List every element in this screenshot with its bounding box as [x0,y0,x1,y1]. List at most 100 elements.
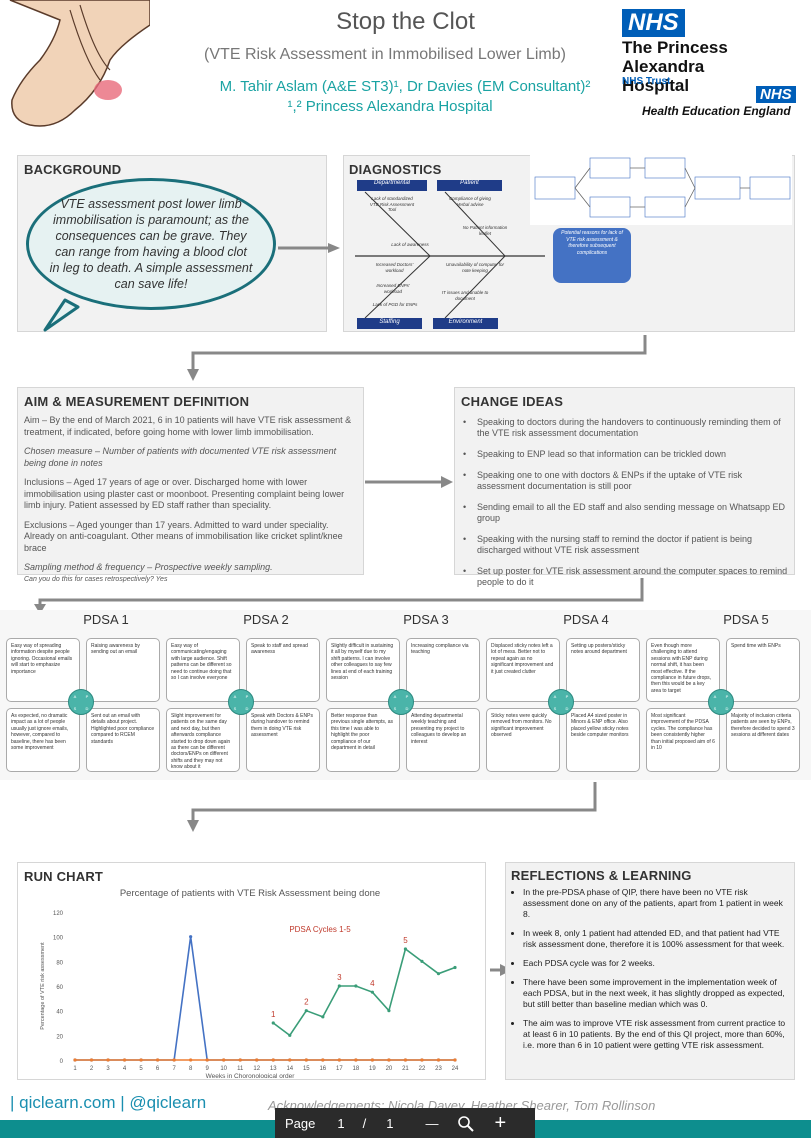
pdsa-card-b: Setting up posters/sticky notes around d… [566,638,640,702]
diag-cause: Increased ENPs' workload [376,283,410,294]
x-tick-label: 13 [270,1066,277,1072]
x-tick-label: 23 [435,1066,442,1072]
x-tick-label: 20 [386,1066,393,1072]
hospital-name-line1: The Princess Alexandra [622,38,728,76]
pdsa-card-d: Speak with Doctors & ENPs during handove… [246,708,320,772]
pdsa-card-c: As expected, no dramatic impact as a lot… [6,708,80,772]
reflections-panel: REFLECTIONS & LEARNING In the pre-PDSA p… [505,862,795,1080]
y-tick-label: 0 [60,1059,64,1065]
diag-cat-patient: Patient [460,180,479,186]
pdsa-letter: S [393,705,397,711]
pdsa-card-a: Easy way of communicating/engaging with … [166,638,240,702]
data-point [222,1058,226,1062]
data-point [436,1058,441,1062]
diag-to-aim-arrow [185,333,655,383]
x-tick-label: 24 [452,1066,459,1072]
x-tick-label: 11 [237,1066,244,1072]
pdsa-letter: D [725,705,729,711]
data-point [321,1015,325,1019]
change-title: CHANGE IDEAS [461,394,564,409]
data-point [420,1058,424,1062]
zoom-icon[interactable] [458,1116,475,1132]
aim-measure: Chosen measure – Number of patients with… [24,446,337,468]
pdsa-letter: P [725,693,729,699]
aim-panel: AIM & MEASUREMENT DEFINITION Aim – By th… [17,387,364,583]
x-tick-label: 1 [73,1066,77,1072]
poster-title: Stop the Clot [336,8,475,35]
x-tick-label: 4 [123,1066,127,1072]
diag-cause: Lack of PGD for ENPs [372,302,418,307]
change-item: Speaking to doctors during the handovers… [461,417,788,439]
data-point [436,972,441,976]
hospital-affiliation: ¹,² Princess Alexandra Hospital [287,98,493,115]
hospital-name: The Princess Alexandra Hospital [622,38,811,95]
cycle-label: 4 [370,979,375,988]
data-point [337,984,341,988]
x-tick-label: 5 [139,1066,143,1072]
change-item: Speaking to ENP lead so that information… [461,449,788,460]
page-current[interactable]: 1 [337,1115,345,1131]
pdsa-card-a: Slightly difficult in sustaining it all … [326,638,400,702]
pdsa-letter: P [245,693,249,699]
x-tick-label: 22 [419,1066,426,1072]
series-line-2 [272,947,456,1037]
page-label: Page [285,1115,316,1131]
pdsa-letter: A [553,693,557,699]
x-tick-label: 16 [319,1066,326,1072]
aim-title: AIM & MEASUREMENT DEFINITION [24,394,250,409]
pdsa-card-d: Placed A4 sized poster in Minors & ENP o… [566,708,640,772]
leg-illustration [0,0,151,140]
change-item: Sending email to all the ED staff and al… [461,502,788,524]
change-list: Speaking to doctors during the handovers… [461,417,788,588]
run-chart-panel: RUN CHART [17,862,486,1080]
pdsa-letter: A [73,693,77,699]
pdsa-card-b: Speak to staff and spread awareness [246,638,320,702]
reflection-item: Each PDSA cycle was for 2 weeks. [523,958,789,969]
pdsa-cycle-icon: A P S D [548,689,574,715]
data-point [354,984,358,988]
pdsa-card-a: Easy way of spreading information despit… [6,638,80,702]
aim-retro: Can you do this for cases retrospectivel… [24,575,168,583]
x-tick-label: 7 [172,1066,176,1072]
footer-links[interactable]: | qiclearn.com | @qiclearn [10,1093,207,1112]
cycle-label: 5 [403,936,408,945]
hee-nhs-logo: NHS [756,86,796,103]
data-point [189,935,193,939]
x-tick-label: 21 [402,1066,409,1072]
pdsa-letter: P [565,693,569,699]
pdsa-letter: P [85,693,89,699]
data-point [387,1058,391,1062]
aim-text: Aim – By the end of March 2021, 6 in 10 … [24,415,357,585]
change-item: Speaking one to one with doctors & ENPs … [461,470,788,492]
data-point [189,1058,193,1062]
reflection-item: There have been some improvement in the … [523,977,789,1010]
pdsa-letter: S [553,705,557,711]
reflection-item: In week 8, only 1 patient had attended E… [523,928,789,950]
change-to-pdsa-arrow [30,576,650,621]
pdsa-card-b: Increasing compliance via teaching [406,638,480,702]
diag-cat-environment: Environment [448,319,483,325]
zoom-out-button[interactable]: — [425,1115,439,1131]
data-point [387,1009,391,1013]
zoom-in-button[interactable]: + [494,1111,507,1134]
x-tick-label: 14 [286,1066,293,1072]
background-title: BACKGROUND [24,162,122,177]
pdsa-letter: D [565,705,569,711]
pdsa-title: PDSA 3 [403,612,449,627]
data-point [271,1021,275,1025]
run-chart: Percentage of patients with VTE Risk Ass… [40,888,459,1078]
diag-cause: Lack of awareness [391,242,429,247]
pdf-viewer-toolbar: Page 1 / 1 — + [275,1108,535,1138]
reflections-title: REFLECTIONS & LEARNING [511,868,692,883]
data-point [420,959,424,963]
data-point [139,1058,143,1062]
data-point [453,965,457,970]
hee-label: Health Education England [642,104,791,118]
poster-subtitle: (VTE Risk Assessment in Immobilised Lowe… [204,46,566,63]
diag-cause: IT issues and unable to document [441,290,489,301]
reflections-list: In the pre-PDSA phase of QIP, there have… [511,887,789,1051]
aim-exclusions: Exclusions – Aged younger than 17 years.… [24,519,343,553]
